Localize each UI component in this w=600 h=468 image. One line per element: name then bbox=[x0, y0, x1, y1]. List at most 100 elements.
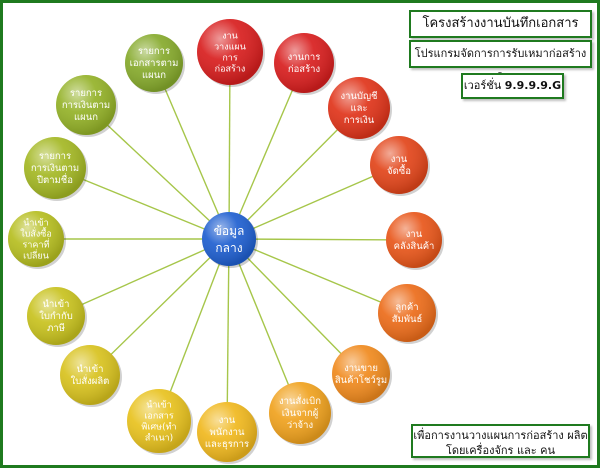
spoke-line bbox=[228, 164, 400, 240]
spoke-line bbox=[226, 238, 230, 433]
node-gloss bbox=[24, 137, 86, 199]
node-planning[interactable]: งานวางแผนการก่อสร้าง bbox=[197, 19, 265, 87]
node-gloss bbox=[386, 212, 442, 268]
node-label: นำเข้า bbox=[146, 400, 172, 411]
node-gloss bbox=[125, 34, 183, 92]
node-label: สำเนา) bbox=[145, 433, 173, 444]
node-label: งาน bbox=[222, 32, 238, 42]
node-gloss bbox=[56, 75, 116, 135]
spoke-line bbox=[54, 167, 230, 240]
node-label: และธุรการ bbox=[205, 439, 249, 450]
node-label: งาน bbox=[219, 415, 236, 426]
node-label: ลูกค้า bbox=[395, 302, 418, 313]
node-label: ใบสั่งผลิต bbox=[71, 374, 110, 387]
node-label: งานสั่งเบิก bbox=[279, 394, 321, 407]
node-gloss bbox=[8, 211, 64, 267]
node-label: ก่อสร้าง bbox=[288, 64, 320, 75]
node-label: รายการ bbox=[70, 88, 102, 99]
node-label: นำเข้า bbox=[23, 218, 49, 229]
node-label: แผนก bbox=[74, 112, 98, 123]
center-gloss bbox=[202, 212, 256, 266]
node-gloss bbox=[274, 33, 334, 93]
node-label: งานขาย bbox=[344, 363, 378, 374]
version-label: เวอร์ชั่น bbox=[463, 79, 502, 92]
node-label: พิเศษ(ทำ bbox=[141, 422, 176, 433]
node-label: สัมพันธ์ bbox=[392, 313, 423, 325]
node-gloss bbox=[378, 284, 436, 342]
node-gloss bbox=[197, 402, 257, 462]
node-label: นำเข้า bbox=[77, 364, 104, 375]
spoke-line bbox=[153, 62, 230, 240]
node-label: งานบัญชี bbox=[340, 90, 378, 102]
spoke-line bbox=[158, 238, 230, 422]
node-label: ก่อสร้าง bbox=[215, 64, 246, 75]
node-label: เปลี่ยน bbox=[23, 249, 49, 262]
spoke-line bbox=[89, 238, 230, 376]
node-label: รายการ bbox=[39, 151, 71, 162]
node-gloss bbox=[197, 19, 263, 85]
node-label: ปีตามชื่อ bbox=[36, 173, 73, 186]
node-gloss bbox=[269, 382, 331, 444]
node-label: ราคาที่ bbox=[23, 238, 50, 251]
node-label: การเงินตาม bbox=[31, 163, 79, 174]
spoke-line bbox=[228, 238, 408, 314]
node-label: การเงินตาม bbox=[62, 100, 110, 111]
spoke-line bbox=[228, 238, 301, 414]
spoke-line bbox=[85, 104, 230, 240]
node-label: การ bbox=[222, 54, 238, 64]
footer-note: เพื่อการงานวางแผนการก่อสร้าง ผลิต โดยเคร… bbox=[411, 424, 590, 458]
spoke-line bbox=[55, 238, 230, 317]
topic-nodes: งานวางแผนการก่อสร้างงานการก่อสร้างงานบัญ… bbox=[8, 19, 444, 464]
node-label: ใบกำกับ bbox=[39, 310, 73, 322]
node-label: งาน bbox=[391, 154, 408, 165]
node-label: เอกสารตาม bbox=[130, 58, 179, 69]
node-gloss bbox=[370, 136, 428, 194]
node-label: สินค้าโชว์รูม bbox=[335, 374, 387, 386]
node-label: รายการ bbox=[138, 46, 170, 57]
node-label: ภาษี bbox=[47, 322, 65, 334]
node-label: ว่าจ้าง bbox=[287, 420, 313, 431]
node-label: การเงิน bbox=[344, 115, 375, 126]
node-contractor[interactable]: งานสั่งเบิกเงินจากผู้ว่าจ้าง bbox=[269, 382, 333, 446]
footer-note-line1: เพื่อการงานวางแผนการก่อสร้าง ผลิต bbox=[413, 429, 588, 442]
version-number: 9.9.9.9.G bbox=[504, 79, 562, 92]
node-label: นำเข้า bbox=[43, 299, 70, 310]
spoke-line bbox=[228, 62, 305, 240]
node-gloss bbox=[27, 287, 85, 345]
node-gloss bbox=[127, 389, 191, 453]
center-label: ข้อมูล bbox=[214, 224, 245, 239]
footer-note-line2: โดยเครื่องจักร และ คน bbox=[445, 444, 556, 457]
node-label: เอกสาร bbox=[144, 412, 173, 422]
diagram-title: โครงสร้างงานบันทึกเอกสารพิเศษ bbox=[409, 10, 592, 55]
node-label: พนักงาน bbox=[210, 427, 245, 438]
node-label: คลังสินค้า bbox=[394, 241, 435, 252]
node-gloss bbox=[328, 77, 390, 139]
node-label: และ bbox=[350, 103, 367, 114]
node-label: ใบสั่งซื้อ bbox=[20, 227, 52, 240]
node-label: จัดซื้อ bbox=[387, 164, 411, 177]
node-customer[interactable]: ลูกค้าสัมพันธ์ bbox=[378, 284, 438, 344]
node-label: แผนก bbox=[142, 70, 166, 81]
node-label: งาน bbox=[406, 229, 423, 240]
program-subtitle: โปรแกรมจัดการการรับเหมาก่อสร้าง ผลิต bbox=[409, 40, 592, 84]
node-label: งานการ bbox=[288, 52, 321, 63]
spoke-line bbox=[228, 238, 415, 241]
version-badge: เวอร์ชั่น 9.9.9.9.G bbox=[461, 73, 564, 99]
node-label: วางแผน bbox=[214, 43, 246, 53]
